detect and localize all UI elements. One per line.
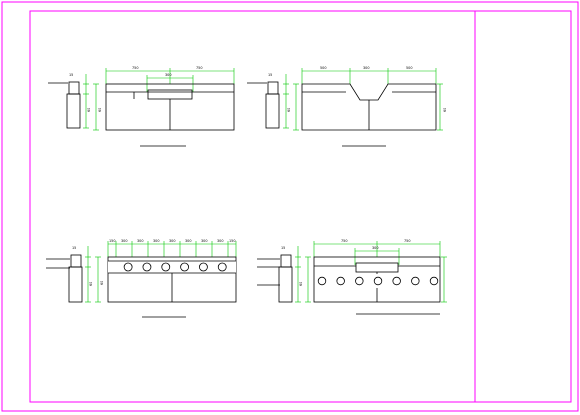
panel-1-section: 15 60 750 750 300 60: [48, 66, 235, 147]
panel-2-dim-left-1: 60: [287, 108, 291, 112]
panel-4-hole: [429, 276, 439, 286]
panel-3-hole: [161, 262, 171, 272]
panel-3-dim-top-4: 300: [169, 239, 175, 243]
panel-3-dim-top-3: 300: [153, 239, 159, 243]
panel-2-top-dims: 500 300 500 60: [293, 66, 447, 131]
panel-4-hole: [317, 276, 327, 286]
panel-1-dim-height: 60: [98, 108, 102, 112]
panel-1-dim-left-0: 15: [69, 73, 73, 77]
panel-2-elevation-body: [301, 83, 437, 131]
panel-3-side-profile: 15 60: [46, 246, 93, 303]
panel-4-holes: [317, 276, 439, 286]
panel-4-hole: [373, 276, 383, 286]
panel-2-side-profile: 15 60: [247, 73, 291, 129]
panel-1-dim-top-inner: 300: [165, 73, 171, 77]
panel-1-dim-top-2: 750: [196, 66, 202, 70]
panel-4-hole: [411, 276, 420, 286]
panel-2-section: 15 60 500 300 500 60: [247, 66, 447, 147]
panel-3-holes: [123, 262, 227, 272]
panel-4-dim-top-inner: 300: [372, 246, 378, 250]
panel-3-dim-top-1: 300: [121, 239, 127, 243]
panel-4-hole: [336, 276, 345, 286]
panel-2-dim-height: 60: [443, 108, 447, 112]
panel-4-side-profile: 15 60: [257, 246, 303, 303]
panel-3-dim-top-2: 300: [137, 239, 143, 243]
panel-3-hole: [217, 262, 227, 272]
panel-4-section: 15 60 750 750 300: [257, 239, 447, 315]
panel-4-dim-left-1: 60: [299, 282, 303, 286]
panel-4-hole: [392, 276, 401, 286]
panel-2-dim-top-2: 500: [406, 66, 412, 70]
panel-4-dim-left-0: 15: [281, 246, 285, 250]
panel-2-dim-top-0: 500: [320, 66, 326, 70]
panel-3-dim-height: 60: [100, 281, 104, 285]
inner-frame: [29, 10, 572, 403]
panel-4-dim-top-1: 750: [404, 239, 410, 243]
panel-3-top-dims: 150 300 300 300 300 300 300 300 150: [107, 239, 237, 257]
panel-4-top-dims: 750 750 300: [305, 239, 447, 303]
panel-2-dim-left-0: 15: [268, 73, 272, 77]
panel-2-dim-top-1: 300: [363, 66, 369, 70]
panel-1-side-profile: 15 60: [48, 73, 91, 129]
panel-1-dim-top-0: 750: [132, 66, 138, 70]
panel-1-top-slot: [147, 89, 193, 100]
panel-4-hole: [355, 276, 364, 286]
panel-3-dim-top-7: 300: [217, 239, 223, 243]
panel-3-dim-top-0: 150: [109, 239, 115, 243]
panel-1-top-dims: 750 750 300 60: [93, 66, 235, 131]
panel-3-hole: [180, 262, 189, 272]
panel-1-dim-left-1: 60: [87, 108, 91, 112]
panel-3-dim-left-0: 15: [72, 246, 76, 250]
panel-3-dim-top-8: 150: [229, 239, 235, 243]
panel-3-hole: [123, 262, 133, 272]
panel-3-dim-left-1: 60: [89, 282, 93, 286]
panel-3-hole: [142, 262, 152, 272]
panel-3-section: 15 60 150 300 300 300 300 300 300 300 150 60: [46, 239, 237, 318]
panel-4-top-slot: [355, 262, 399, 273]
panel-3-hole: [199, 262, 208, 272]
panel-3-dim-top-5: 300: [185, 239, 191, 243]
panel-4-dim-top-0: 750: [341, 239, 347, 243]
panel-3-dim-top-6: 300: [201, 239, 207, 243]
